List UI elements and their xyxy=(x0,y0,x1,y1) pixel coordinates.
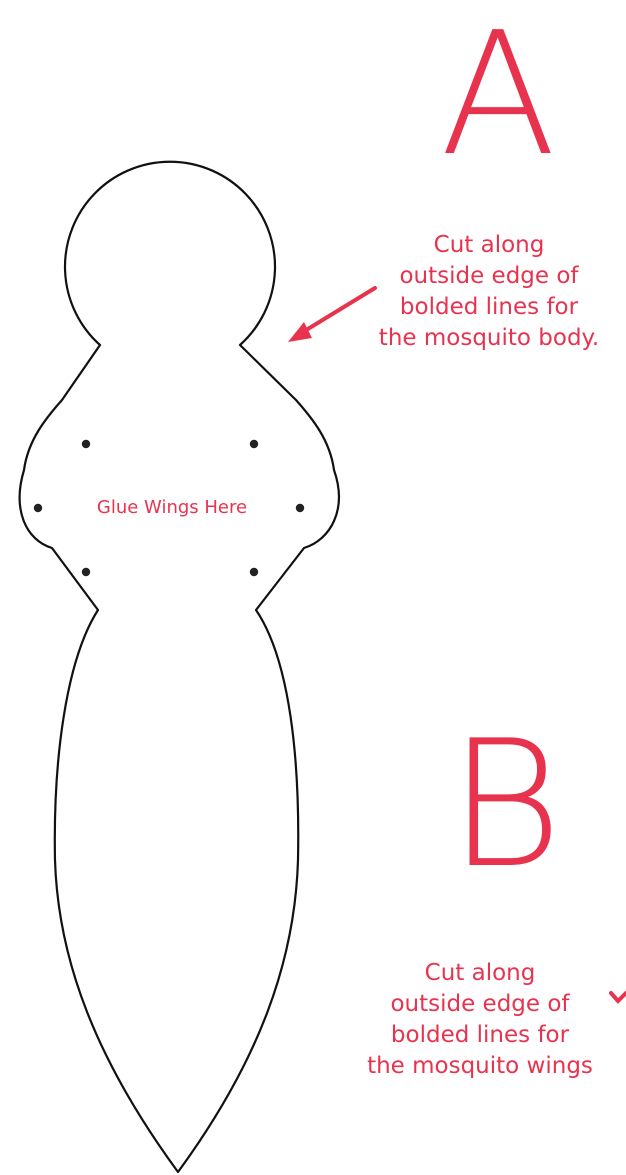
section-b-instructions: Cut along outside edge of bolded lines f… xyxy=(330,958,626,1082)
instruction-line: the mosquito wings xyxy=(330,1051,626,1082)
section-b-letter: B xyxy=(448,718,563,893)
instruction-line: bolded lines for xyxy=(330,1020,626,1051)
glue-dot xyxy=(34,504,42,512)
glue-wings-label: Glue Wings Here xyxy=(68,497,276,518)
mosquito-body-outline xyxy=(20,162,339,1172)
instruction-line: the mosquito body. xyxy=(355,323,623,354)
instruction-line: Cut along xyxy=(330,958,626,989)
section-a-letter: A xyxy=(440,10,556,180)
glue-dot xyxy=(82,568,90,576)
glue-dot xyxy=(250,440,258,448)
instruction-line: outside edge of xyxy=(355,261,623,292)
instruction-line: Cut along xyxy=(355,230,623,261)
instruction-line: bolded lines for xyxy=(355,292,623,323)
section-a-instructions: Cut along outside edge of bolded lines f… xyxy=(355,230,623,354)
glue-dot xyxy=(296,504,304,512)
instruction-line: outside edge of xyxy=(330,989,626,1020)
glue-dot xyxy=(82,440,90,448)
glue-dot xyxy=(250,568,258,576)
